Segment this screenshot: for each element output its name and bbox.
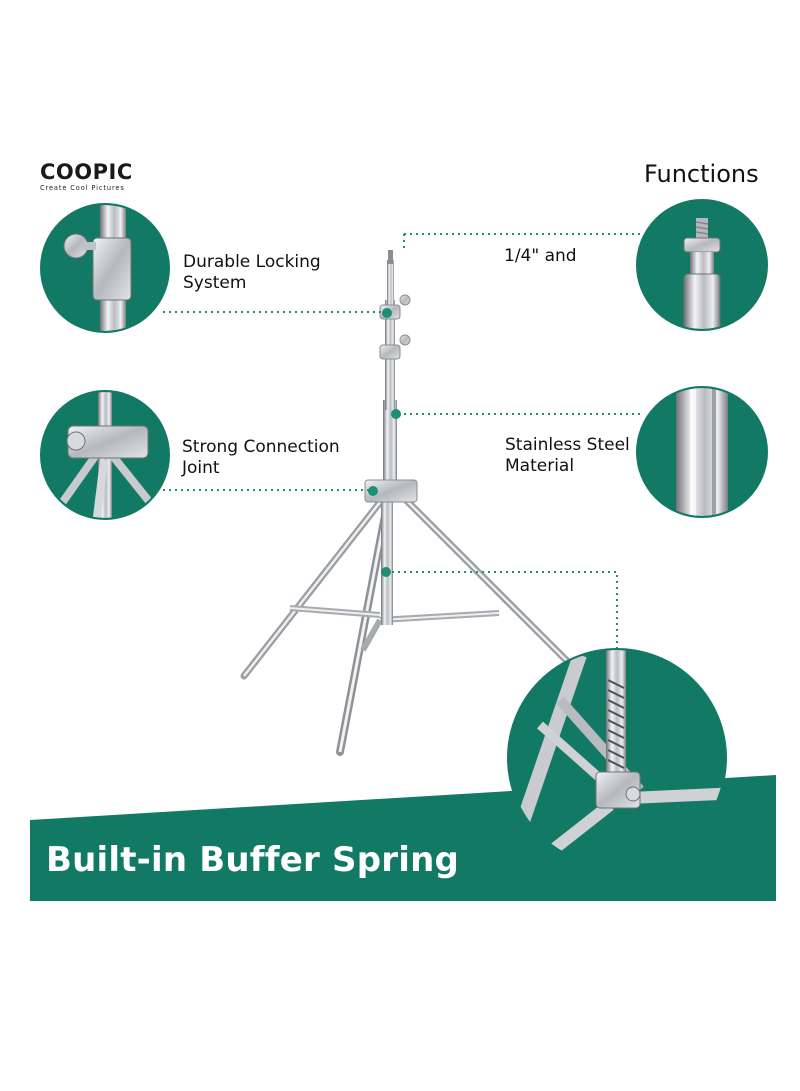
stand-markers	[368, 308, 401, 577]
callout-locking-line2: System	[183, 273, 247, 293]
brand-name: COOPIC	[40, 160, 133, 184]
callout-steel-line2: Material	[505, 456, 575, 476]
callout-locking: Durable Locking System	[183, 252, 321, 294]
callout-connection: Strong Connection Joint	[182, 437, 340, 479]
callout-connection-line2: Joint	[182, 458, 220, 478]
callout-steel: Stainless Steel Material	[505, 435, 630, 477]
callout-screw: 1/4" and	[504, 246, 577, 267]
screw-spigot-detail-icon	[636, 199, 768, 331]
brand-tagline: Create Cool Pictures	[40, 184, 125, 192]
callout-locking-line1: Durable Locking	[183, 252, 321, 272]
callout-steel-line1: Stainless Steel	[505, 435, 630, 455]
banner-title: Built-in Buffer Spring	[46, 840, 460, 880]
callout-connection-line1: Strong Connection	[182, 437, 340, 457]
callout-screw-line1: 1/4" and	[504, 246, 577, 266]
brand-logo: COOPIC Create Cool Pictures	[40, 161, 133, 193]
locking-knob-detail-icon	[40, 203, 170, 333]
steel-tube-detail-icon	[636, 386, 768, 518]
buffer-spring-detail-icon	[507, 648, 727, 868]
light-stand-illustration	[240, 250, 571, 756]
page-title: Functions	[644, 160, 759, 188]
leader-lines	[163, 233, 640, 655]
